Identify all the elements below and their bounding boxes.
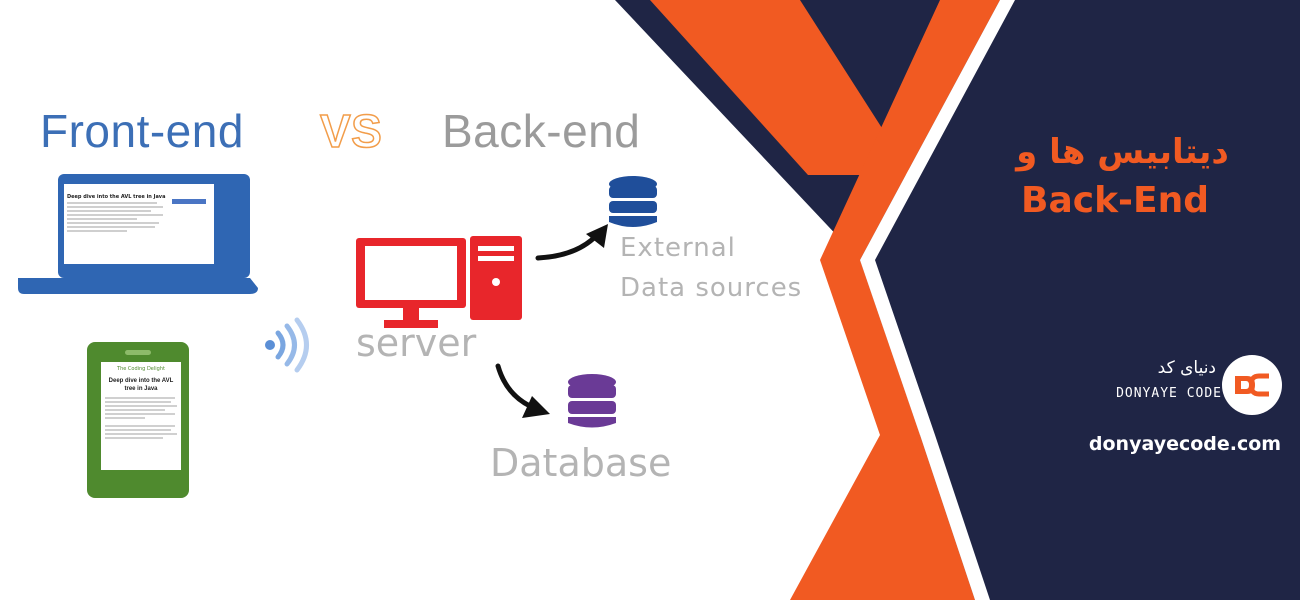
laptop-screen-button xyxy=(172,199,206,204)
front-end-title: Front-end xyxy=(40,105,244,157)
white-chevron xyxy=(860,0,1015,600)
brand-name-en: DONYAYE CODE xyxy=(1116,386,1222,401)
orange-stripe-top xyxy=(650,0,912,175)
phone-screen: The Coding Delight Deep dive into the AV… xyxy=(101,362,181,470)
server-monitor-icon xyxy=(356,238,466,328)
donyaye-code-logo-icon xyxy=(1222,355,1282,415)
server-label: server xyxy=(356,321,477,365)
brand-name-fa: دنیای کد xyxy=(1157,358,1216,378)
external-label-line2: Data sources xyxy=(620,273,803,303)
back-end-title: Back-end xyxy=(442,105,641,157)
laptop-screen: Deep dive into the AVL tree in Java xyxy=(64,187,210,259)
arrow-icon xyxy=(535,224,608,261)
arrow-icon xyxy=(495,363,550,418)
database-label: Database xyxy=(490,441,672,485)
vs-label: VS xyxy=(319,104,383,158)
phone-brand: The Coding Delight xyxy=(117,366,165,372)
wifi-icon xyxy=(265,317,309,373)
server-tower-icon xyxy=(470,236,522,320)
orange-stripe-large xyxy=(790,0,1000,600)
banner-heading-fa: دیتابیس ها و xyxy=(1016,132,1229,172)
database-icon xyxy=(609,176,657,227)
database-icon xyxy=(568,374,616,428)
banner-heading-en: Back-End xyxy=(1021,180,1209,221)
laptop-screen-heading: Deep dive into the AVL tree in Java xyxy=(67,194,166,200)
website-url[interactable]: donyayecode.com xyxy=(1088,433,1282,455)
external-data-sources-label: External Data sources xyxy=(620,228,802,308)
phone-article-title: Deep dive into the AVL tree in Java xyxy=(108,378,174,392)
external-label-line1: External xyxy=(620,233,736,263)
